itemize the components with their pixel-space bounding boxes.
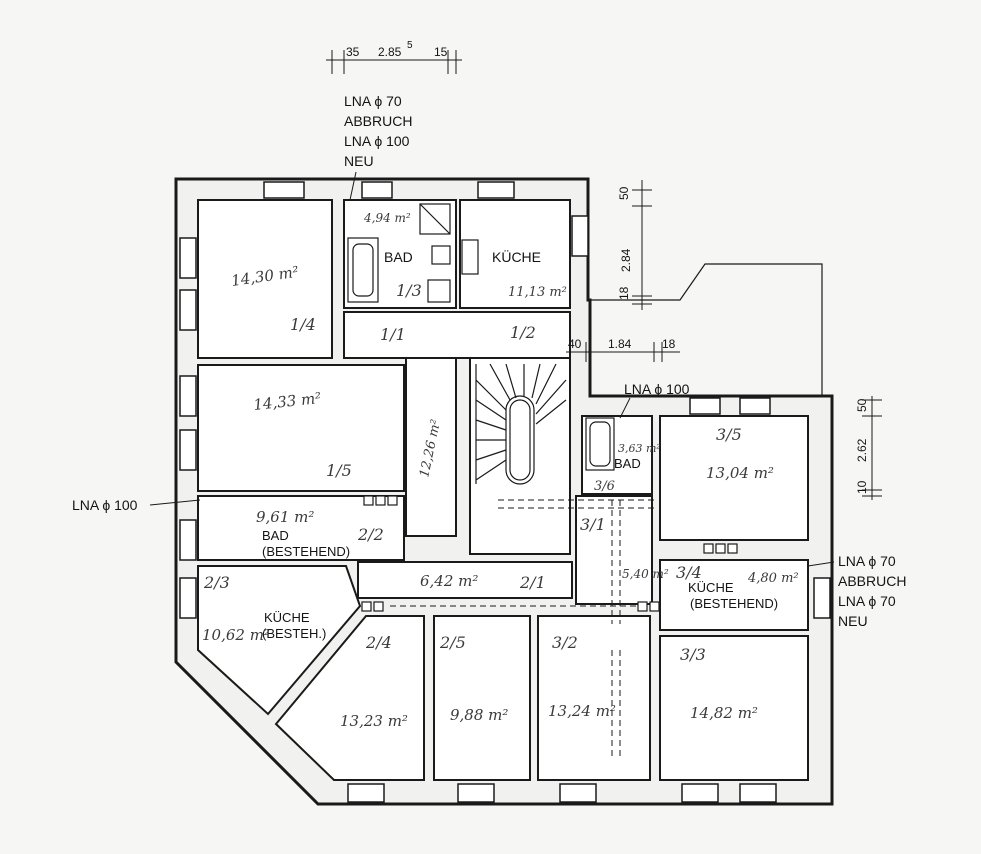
room-kueche-bestehend	[659, 559, 809, 631]
room-1-5	[197, 364, 405, 492]
room-bad-bestehend	[197, 495, 405, 561]
toilet	[427, 279, 451, 303]
room-1-4	[197, 199, 333, 359]
room-label-kueche-top: KÜCHE	[492, 248, 541, 265]
room-label-kueche-besteh-1: KÜCHE	[264, 610, 310, 625]
dim-lower-262: 2.62	[855, 438, 869, 462]
bathtub-top	[347, 237, 379, 303]
dimension-lines	[149, 50, 882, 567]
room-number-2-1: 2/1	[519, 573, 546, 592]
dim-mid-18: 18	[662, 337, 676, 351]
note-left-lna: LNA ϕ 100	[72, 497, 138, 513]
shower-tray	[419, 203, 451, 235]
area-3-2: 13,24 m²	[548, 702, 616, 720]
room-number-2-2: 2/2	[357, 525, 384, 544]
room-label-bad-bestehend-2: (BESTEHEND)	[262, 544, 350, 559]
dim-lower-50: 50	[855, 398, 869, 412]
dim-mid-184: 1.84	[608, 337, 632, 351]
note-right-line4: NEU	[838, 613, 868, 629]
room-number-3-5: 3/5	[716, 425, 742, 444]
note-right-line2: ABBRUCH	[838, 573, 906, 589]
room-2-4	[274, 615, 425, 781]
room-label-bad-top: BAD	[384, 249, 413, 265]
room-number-2-4: 2/4	[365, 633, 392, 652]
bathtub-right	[585, 417, 615, 471]
note-right-line1: LNA ϕ 70	[838, 553, 896, 569]
bathtub-top-inner	[352, 243, 374, 297]
room-2-1-flur	[357, 561, 573, 599]
room-3-5	[659, 415, 809, 541]
room-number-3-4: 3/4	[676, 563, 702, 582]
room-label-bad-bestehend-1: BAD	[262, 528, 289, 543]
room-number-3-3: 3/3	[680, 645, 706, 664]
room-label-kueche-bestehend-1: KÜCHE	[688, 580, 734, 595]
area-bad-top: 4,94 m²	[363, 211, 411, 225]
room-2-5	[433, 615, 531, 781]
room-bad-top	[343, 199, 457, 309]
pipe-route-4	[611, 650, 621, 760]
dim-top-285-sup: 5	[407, 40, 413, 51]
room-number-2-3: 2/3	[203, 573, 230, 592]
room-3-3	[659, 635, 809, 781]
room-number-1-2: 1/2	[510, 323, 536, 342]
room-label-kueche-besteh-2: (BESTEH.)	[262, 626, 326, 641]
area-2-4: 13,23 m²	[340, 712, 408, 730]
staircase-drawing	[475, 363, 567, 485]
room-number-3-6: 3/6	[594, 479, 615, 494]
dim-top-15: 15	[434, 45, 448, 59]
room-label-bad-right: BAD	[614, 456, 641, 471]
note-top-line1: LNA ϕ 70	[344, 93, 402, 109]
room-number-1-1: 1/1	[380, 325, 406, 344]
dim-mid-40: 40	[568, 337, 582, 351]
washbasin	[431, 245, 451, 265]
bathtub-right-inner	[589, 421, 611, 467]
dim-right-upper-284: 2.84	[619, 248, 633, 272]
room-3-2	[537, 615, 651, 781]
area-flur-2: 6,42 m²	[420, 572, 478, 590]
room-number-3-1: 3/1	[580, 515, 606, 534]
neighbour-outline	[590, 263, 823, 396]
corridor-1-1	[343, 311, 571, 359]
sink-kitchen	[461, 239, 479, 275]
room-number-3-2: 3/2	[552, 633, 578, 652]
area-3-3: 14,82 m²	[690, 704, 758, 722]
dim-right-upper-50: 50	[617, 186, 631, 200]
room-number-2-5: 2/5	[439, 633, 466, 652]
corridor-flur	[405, 357, 457, 537]
note-top-line3: LNA ϕ 100	[344, 133, 410, 149]
room-kueche-besteh	[197, 565, 362, 716]
stair	[469, 357, 571, 555]
room-number-1-3: 1/3	[396, 281, 422, 300]
shower-diagonal	[419, 203, 451, 235]
area-bad-bestehend: 9,61 m²	[256, 508, 314, 526]
pipe-route-3	[611, 500, 621, 624]
dim-right-upper-18: 18	[617, 286, 631, 300]
room-bad-right	[581, 415, 653, 495]
facade-windows	[179, 181, 831, 803]
area-3-4: 5,40 m²	[622, 567, 669, 581]
area-bad-right: 3,63 m²	[618, 442, 661, 455]
note-top-line2: ABBRUCH	[344, 113, 412, 129]
area-kueche-top: 11,13 m²	[508, 285, 567, 300]
note-right-line3: LNA ϕ 70	[838, 593, 896, 609]
pipe-route-2	[498, 499, 656, 509]
note-mid-lna: LNA ϕ 100	[624, 381, 690, 397]
dim-top-285: 2.85	[378, 45, 402, 59]
dim-top-35: 35	[346, 45, 360, 59]
area-3-5: 13,04 m²	[706, 464, 774, 482]
room-number-1-4: 1/4	[290, 315, 316, 334]
duct-markers	[361, 495, 738, 612]
area-kueche-bestehend: 4,80 m²	[747, 571, 799, 586]
room-number-1-5: 1/5	[326, 461, 352, 480]
area-kueche-besteh: 10,62 m²	[202, 626, 270, 644]
room-3-1	[575, 495, 653, 605]
dim-lower-10: 10	[855, 480, 869, 494]
room-label-kueche-bestehend-2: (BESTEHEND)	[690, 596, 778, 611]
note-top-line4: NEU	[344, 153, 374, 169]
area-2-5: 9,88 m²	[450, 706, 508, 724]
